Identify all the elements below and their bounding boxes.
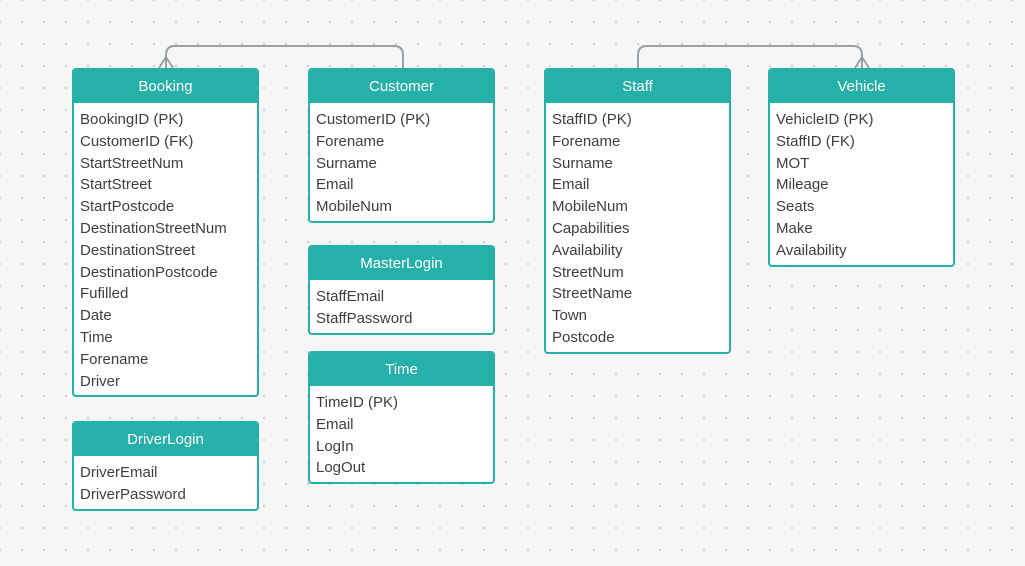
entity-title: MasterLogin [310, 247, 493, 280]
entity-title: Booking [74, 70, 257, 103]
entity-booking[interactable]: Booking BookingID (PK) CustomerID (FK) Sta… [72, 68, 259, 398]
entity-field: Email [316, 176, 354, 194]
entity-field: DestinationPostcode [80, 263, 218, 281]
entity-field: Driver [80, 372, 120, 390]
entity-field: Postcode [552, 328, 615, 346]
entity-field: LogIn [316, 437, 354, 455]
entity-field: StartPostcode [80, 198, 175, 216]
entity-fields: BookingID (PK) CustomerID (FK) StartStreet… [74, 103, 257, 395]
entity-field: Capabilities [552, 219, 630, 237]
entity-field: MobileNum [552, 198, 628, 216]
entity-field: DriverEmail [80, 464, 158, 481]
entity-field: Town [552, 307, 588, 325]
entity-field: DestinationStreetNum [80, 219, 227, 237]
entity-field: Make [776, 219, 813, 237]
entity-field: BookingID (PK) [80, 111, 184, 128]
entity-field: MOT [776, 154, 810, 172]
entity-field: StartStreetNum [80, 154, 184, 172]
entity-field: VehicleID (PK) [776, 111, 874, 128]
entity-field: StartStreet [80, 176, 152, 194]
entity-field: StaffID (PK) [552, 111, 632, 128]
entity-title: Customer [310, 70, 493, 103]
entity-field: MobileNum [316, 198, 392, 216]
crowfoot-icon [854, 56, 870, 69]
entity-field: Email [552, 176, 590, 194]
entity-field: Forename [552, 132, 621, 150]
entity-field: Surname [552, 154, 613, 172]
entity-field: CustomerID (PK) [316, 111, 431, 128]
entity-field: StaffID (FK) [776, 132, 855, 150]
entity-vehicle[interactable]: Vehicle VehicleID (PK) StaffID (FK) MOT Mil… [768, 68, 955, 267]
entity-field: Date [80, 307, 112, 325]
entity-title: Vehicle [770, 70, 953, 103]
entity-field: DriverPassword [80, 485, 186, 503]
entity-field: TimeID (PK) [316, 394, 398, 411]
booking-customer-connector [165, 45, 404, 68]
entity-field: StaffEmail [316, 288, 385, 305]
entity-field: Availability [552, 241, 623, 259]
entity-field: Seats [776, 198, 815, 216]
entity-field: Email [316, 415, 354, 433]
entity-title: Staff [546, 70, 729, 103]
entity-field: Forename [316, 132, 385, 150]
entity-field: CustomerID (FK) [80, 132, 194, 150]
entity-title: Time [310, 353, 493, 386]
entity-field: Mileage [776, 176, 829, 194]
crowfoot-icon [158, 56, 174, 69]
entity-field: StaffPassword [316, 309, 413, 327]
entity-field: DestinationStreet [80, 241, 196, 259]
entity-field: Availability [776, 241, 847, 259]
staff-vehicle-connector [637, 45, 863, 68]
entity-field: StreetName [552, 285, 633, 303]
entity-field: Fufilled [80, 285, 129, 303]
entity-field: Time [80, 328, 113, 346]
entity-title: DriverLogin [74, 423, 257, 456]
entity-field: LogOut [316, 459, 366, 477]
entity-field: StreetNum [552, 263, 624, 281]
entity-field: Surname [316, 154, 377, 172]
entity-field: Forename [80, 350, 149, 368]
